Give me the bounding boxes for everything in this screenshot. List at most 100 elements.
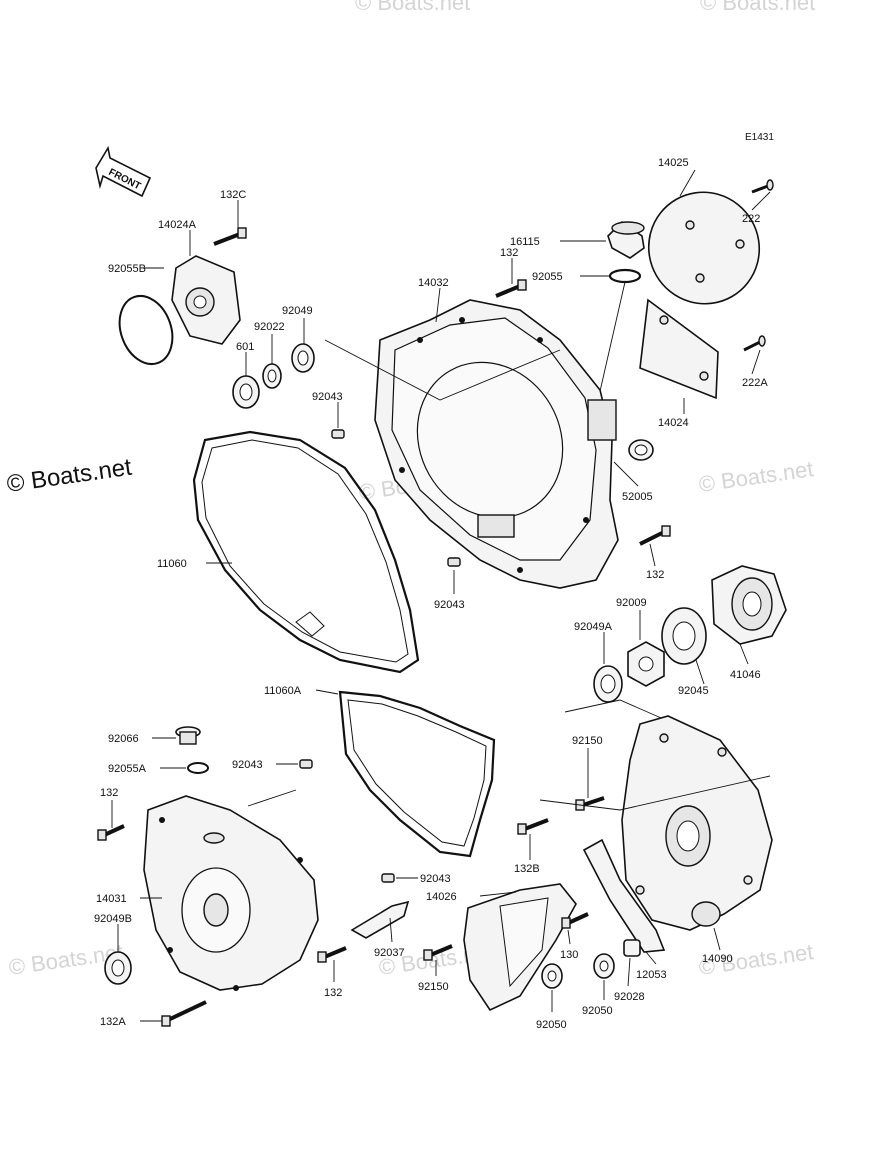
label-14025: 14025 — [658, 157, 689, 169]
label-222A: 222A — [742, 377, 768, 389]
part-14024-plate — [639, 298, 719, 400]
watermark-top-1: © Boats.net — [355, 0, 470, 15]
label-92055A: 92055A — [108, 763, 147, 775]
part-222A-screw — [743, 335, 766, 352]
part-14031-cover — [143, 795, 319, 991]
leader-14032-hub — [324, 339, 561, 401]
label-14031: 14031 — [96, 893, 127, 905]
part-132C-bolt — [213, 227, 247, 246]
label-92049A: 92049A — [574, 621, 613, 633]
part-92043-dowel-b — [447, 557, 461, 567]
label-92055: 92055 — [532, 271, 563, 283]
part-92022-washer — [262, 363, 282, 389]
part-92150-bolt-b — [423, 944, 453, 961]
part-132A-bolt — [161, 1000, 207, 1027]
part-92049A-seal — [593, 665, 623, 703]
label-92009: 92009 — [616, 597, 647, 609]
part-92043-dowel-c — [299, 759, 313, 769]
leader-222 — [751, 191, 771, 211]
part-92037-bracket — [350, 900, 410, 939]
leader-92055-long — [597, 281, 626, 401]
label-92150-a: 92150 — [572, 735, 603, 747]
label-52005: 52005 — [622, 491, 653, 503]
leader-14090 — [713, 927, 721, 951]
leader-130 — [567, 929, 571, 945]
part-14026-cover — [463, 883, 577, 1012]
part-92049-seal — [291, 343, 315, 373]
watermark-top-2: © Boats.net — [700, 0, 815, 15]
leader-14090-link — [539, 775, 771, 811]
label-14024: 14024 — [658, 417, 689, 429]
part-92055B-oring — [118, 295, 174, 365]
label-92055B: 92055B — [108, 263, 146, 275]
label-132-top: 132 — [500, 247, 518, 259]
part-92028-collar — [623, 939, 641, 957]
leader-92028 — [627, 957, 631, 987]
label-12053: 12053 — [636, 969, 667, 981]
leader-41046 — [739, 643, 749, 665]
label-16115: 16115 — [510, 236, 540, 248]
part-222-screw — [751, 179, 774, 194]
label-601: 601 — [236, 341, 254, 353]
diagram-code: E1431 — [745, 132, 774, 143]
label-92050-a: 92050 — [582, 1005, 613, 1017]
part-92066-plug — [175, 726, 201, 745]
label-132-left: 132 — [100, 787, 118, 799]
label-92049: 92049 — [282, 305, 313, 317]
part-52005-seal — [628, 439, 654, 461]
part-11060-gasket — [192, 430, 420, 674]
part-92043-dowel-a — [331, 429, 345, 439]
label-132C: 132C — [220, 189, 246, 201]
label-11060: 11060 — [157, 558, 187, 570]
part-92050-washer-b — [541, 963, 563, 989]
part-92050-washer-a — [593, 953, 615, 979]
leader-14025 — [679, 169, 696, 197]
label-92050-b: 92050 — [536, 1019, 567, 1031]
part-92150-bolt-a — [575, 796, 605, 811]
leader-14026 — [479, 891, 517, 897]
label-130: 130 — [560, 949, 578, 961]
label-92066: 92066 — [108, 733, 139, 745]
label-14032: 14032 — [418, 277, 449, 289]
part-130-bolt — [561, 912, 589, 929]
label-92045: 92045 — [678, 685, 709, 697]
part-14024A-housing — [171, 255, 241, 345]
label-92028: 92028 — [614, 991, 645, 1003]
part-41046-hub — [711, 565, 787, 645]
label-14026: 14026 — [426, 891, 457, 903]
part-92049B-seal — [104, 951, 132, 985]
part-132-bolt-top — [495, 279, 527, 298]
label-92022: 92022 — [254, 321, 285, 333]
leader-92045 — [695, 659, 705, 685]
front-arrow-icon: FRONT — [95, 145, 152, 198]
leader-132-mid — [649, 543, 656, 567]
part-14090-housing — [621, 715, 773, 931]
label-14024A: 14024A — [158, 219, 197, 231]
label-14090: 14090 — [702, 953, 733, 965]
leader-12053 — [645, 951, 657, 965]
label-41046: 41046 — [730, 669, 761, 681]
part-132-bolt-mid — [639, 525, 671, 546]
leader-222A — [751, 349, 761, 375]
leader-14031-link — [247, 789, 297, 807]
label-11060A: 11060A — [264, 685, 302, 697]
label-92037: 92037 — [374, 947, 405, 959]
label-92043-d: 92043 — [420, 873, 451, 885]
watermark-right-mid: © Boats.net — [697, 456, 815, 497]
part-92009-nut — [627, 641, 665, 687]
part-14032-clutch-cover — [374, 299, 619, 589]
part-132-bolt-left — [97, 824, 125, 841]
label-92043-b: 92043 — [434, 599, 465, 611]
label-132-mid: 132 — [646, 569, 664, 581]
leader-14032 — [435, 287, 441, 323]
leader-92037 — [389, 917, 393, 943]
part-132B-bolt — [517, 818, 549, 835]
label-132B: 132B — [514, 863, 540, 875]
label-92049B: 92049B — [94, 913, 132, 925]
part-92055A-oring — [187, 762, 209, 774]
part-601-bearing — [232, 375, 260, 409]
part-14025-cover — [647, 191, 761, 305]
leader-52005 — [613, 461, 639, 487]
